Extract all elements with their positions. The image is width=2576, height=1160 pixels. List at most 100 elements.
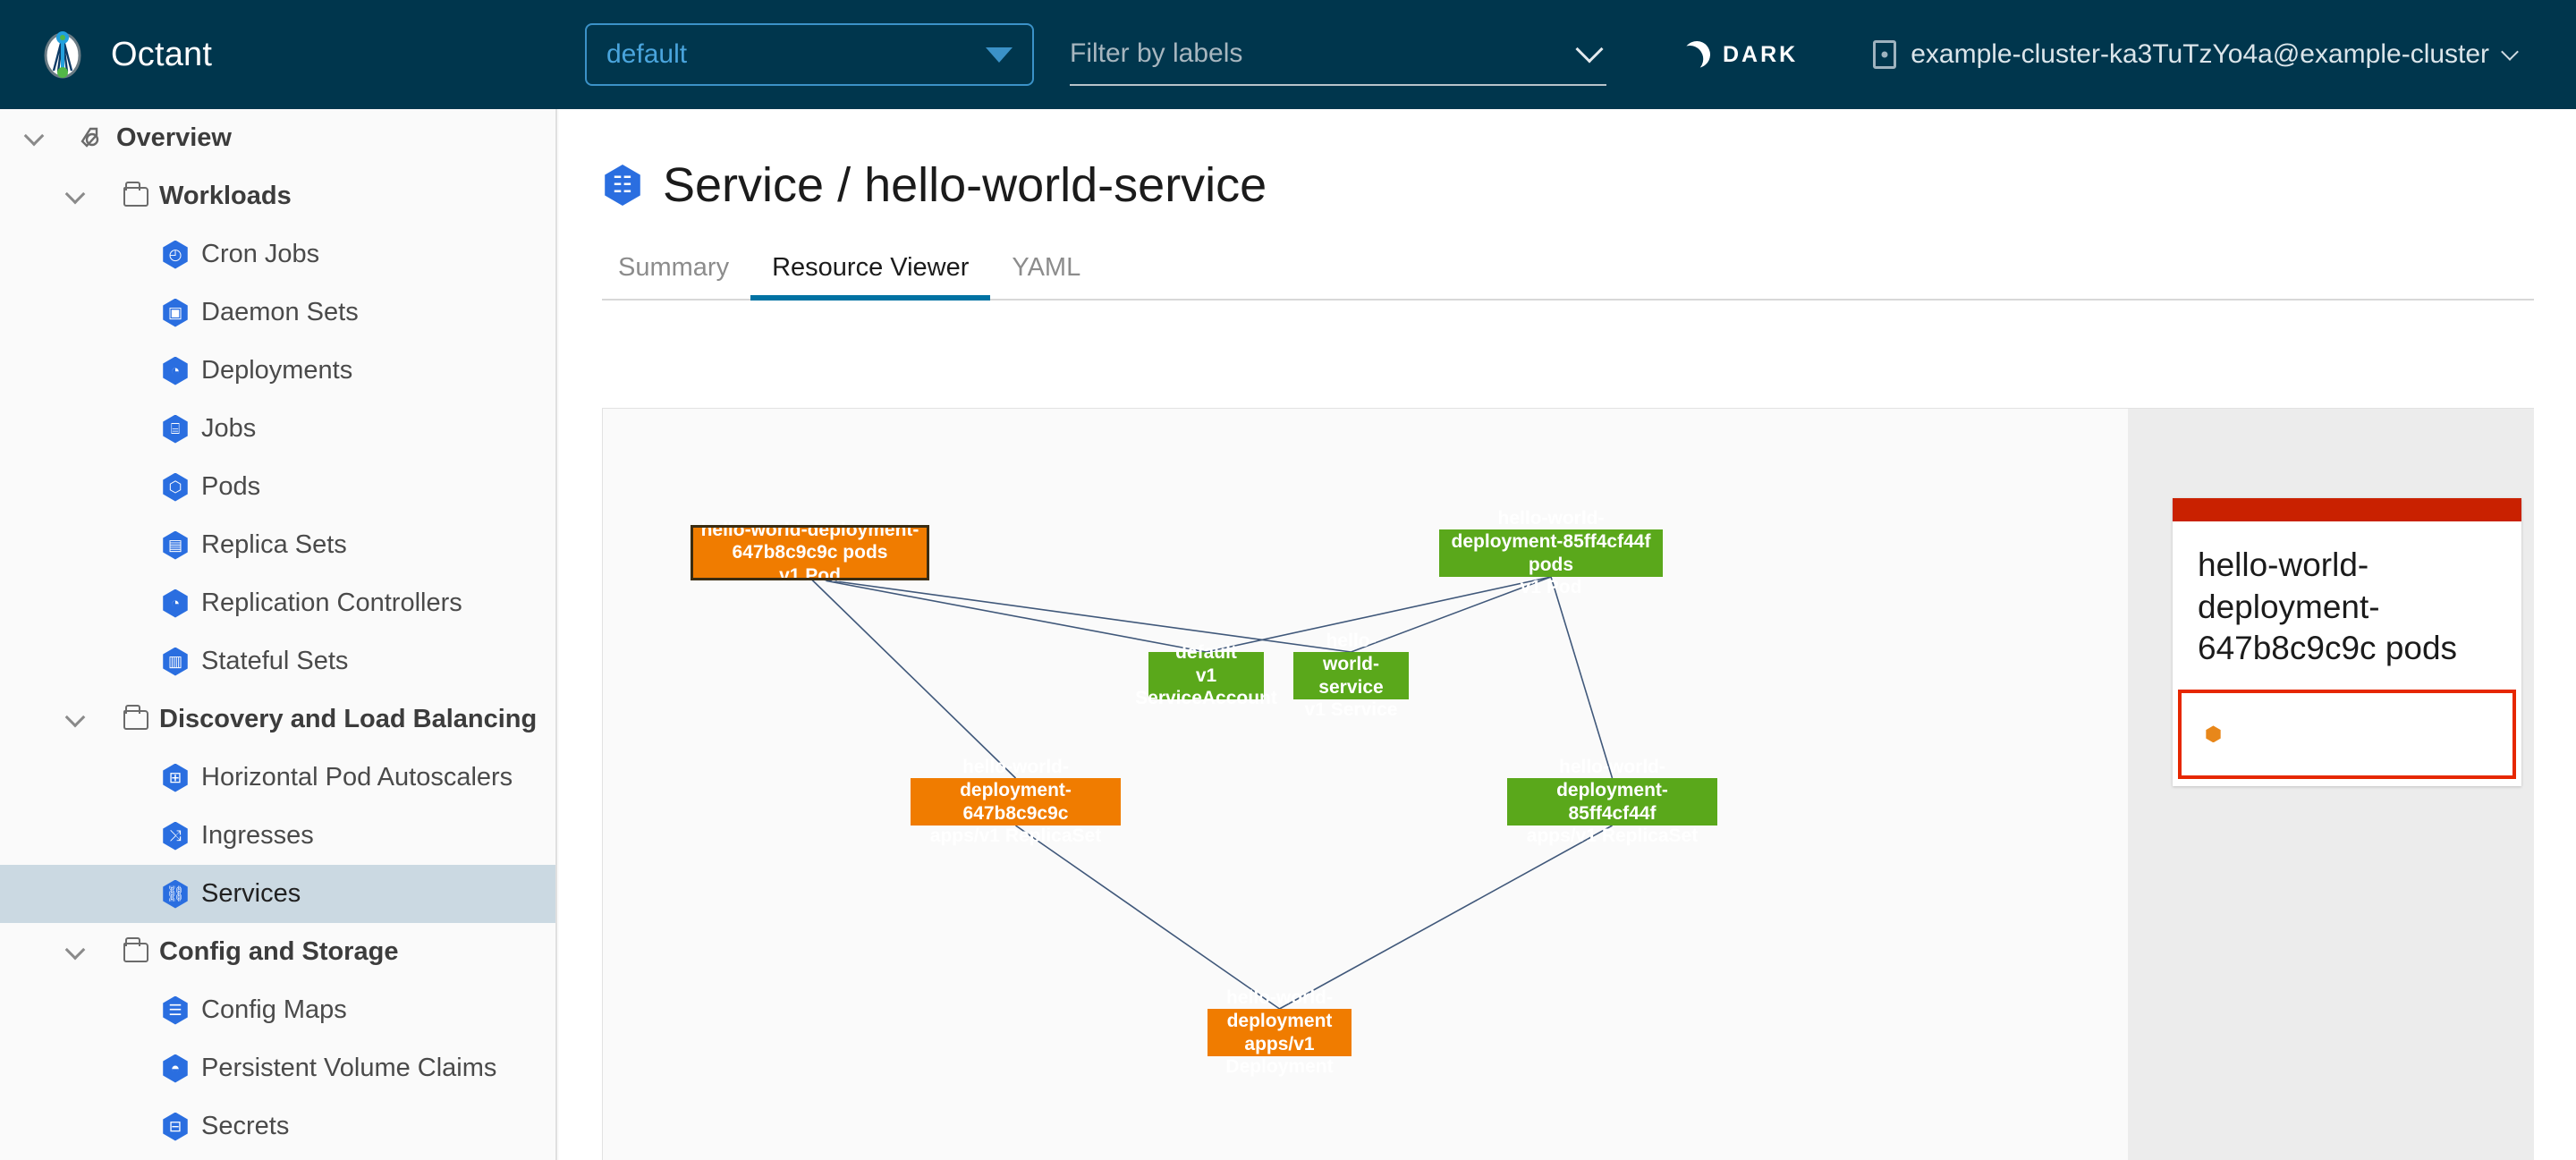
k8s-cronjob-icon: ◴ <box>163 240 188 269</box>
detail-card[interactable]: hello-world-deployment-647b8c9c9c pods <box>2173 498 2521 786</box>
theme-toggle[interactable]: DARK <box>1683 41 1798 68</box>
sidebar-item-label: Secrets <box>201 1112 290 1140</box>
sidebar-item-secrets[interactable]: ⊟ Secrets <box>0 1097 555 1156</box>
sidebar-item-workloads[interactable]: Workloads <box>0 167 555 225</box>
sidebar-item-persistent-volume-claims[interactable]: ◓ Persistent Volume Claims <box>0 1039 555 1097</box>
icon-glyph: ▤ <box>167 537 183 554</box>
graph-node-kind: apps/v1 ReplicaSet <box>929 826 1102 847</box>
namespace-select[interactable]: default <box>585 23 1034 86</box>
sidebar-item-label: Horizontal Pod Autoscalers <box>201 763 513 792</box>
tab-summary[interactable]: Summary <box>618 253 730 282</box>
k8s-secret-icon: ⊟ <box>163 1112 188 1141</box>
icon-glyph: ☰ <box>168 1002 182 1019</box>
k8s-ingress-icon: ⤨ <box>163 821 188 851</box>
sidebar-item-label: Replica Sets <box>201 530 347 559</box>
sidebar-item-config-and-storage[interactable]: Config and Storage <box>0 923 555 981</box>
graph-edges <box>809 576 1614 1010</box>
detail-card-header-bar <box>2173 498 2521 521</box>
folder-icon <box>123 704 148 730</box>
k8s-hpa-icon: ⊞ <box>163 763 188 792</box>
k8s-pvc-icon: ◓ <box>163 1054 188 1083</box>
octant-logo-icon <box>36 28 89 81</box>
k8s-configmap-icon: ☰ <box>163 995 188 1025</box>
sidebar-item-discovery-and-load-balancing[interactable]: Discovery and Load Balancing <box>0 690 555 749</box>
sidebar-item-ingresses[interactable]: ⤨Ingresses <box>0 807 555 865</box>
chevron-down-icon[interactable] <box>64 707 86 727</box>
pin-icon <box>79 126 106 151</box>
tab-resource-viewer[interactable]: Resource Viewer <box>750 253 991 301</box>
sidebar-item-deployments[interactable]: ◔Deployments <box>0 342 555 400</box>
graph-edge <box>1351 576 1552 653</box>
label-filter-input[interactable]: Filter by labels <box>1070 23 1606 86</box>
sidebar-item-horizontal-pod-autoscalers[interactable]: ⊞ Horizontal Pod Autoscalers <box>0 749 555 807</box>
sidebar-item-config-maps[interactable]: ☰Config Maps <box>0 981 555 1039</box>
namespace-value: default <box>606 39 688 69</box>
sidebar-item-label: Services <box>201 879 301 908</box>
sidebar-item-replication-controllers[interactable]: ◔Replication Controllers <box>0 574 555 632</box>
tab-yaml[interactable]: YAML <box>1012 253 1081 282</box>
sidebar-item-label: Workloads <box>159 182 292 210</box>
chevron-down-icon <box>1575 35 1604 64</box>
theme-toggle-label: DARK <box>1723 41 1799 67</box>
k8s-pod-icon: ⬡ <box>163 472 188 502</box>
sidebar-item-label: Jobs <box>201 414 257 443</box>
icon-glyph: ⌸ <box>170 420 181 437</box>
label-filter-placeholder: Filter by labels <box>1070 38 1243 68</box>
sidebar-item-label: Persistent Volume Claims <box>201 1054 497 1082</box>
k8s-replicaset-icon: ▤ <box>163 530 188 560</box>
sidebar-item-overview[interactable]: Overview <box>0 109 555 167</box>
graph-edge <box>1550 576 1614 779</box>
graph-edge <box>1206 576 1552 653</box>
brand-name: Octant <box>111 35 213 73</box>
icon-glyph: ▣ <box>167 304 183 321</box>
chevron-down-icon[interactable] <box>64 939 86 960</box>
brand[interactable]: Octant <box>36 28 555 81</box>
folder-icon <box>123 936 148 962</box>
graph-node-kind: v1 Service <box>1304 699 1398 721</box>
detail-status-box[interactable] <box>2178 689 2516 779</box>
sidebar-item-replica-sets[interactable]: ▤ Replica Sets <box>0 516 555 574</box>
graph-node-name: default <box>1175 642 1237 664</box>
icon-glyph: ⛓ <box>165 885 185 902</box>
service-glyph: ☷ <box>612 172 633 198</box>
graph-edge <box>809 577 1017 779</box>
graph-node-name: hello-world-deployment-647b8c9c9c <box>960 757 1072 824</box>
cluster-icon <box>1873 40 1897 69</box>
icon-glyph: ⊞ <box>168 769 182 786</box>
sidebar-item-pods[interactable]: ⬡Pods <box>0 458 555 516</box>
sidebar-item-label: Stateful Sets <box>201 647 349 675</box>
icon-glyph: ▥ <box>167 653 183 670</box>
moon-icon <box>1680 38 1714 72</box>
icon-glyph: ◔ <box>170 362 181 379</box>
tab-bar: Summary Resource Viewer YAML <box>602 245 2534 301</box>
sidebar-item-daemon-sets[interactable]: ▣Daemon Sets <box>0 284 555 342</box>
chevron-down-icon[interactable] <box>23 125 45 146</box>
chevron-down-icon[interactable] <box>64 183 86 204</box>
sidebar-item-jobs[interactable]: ⌸ Jobs <box>0 400 555 458</box>
sidebar-item-label: Discovery and Load Balancing <box>159 705 538 733</box>
page-title-row: ☷ Service / hello-world-service <box>602 157 2576 213</box>
k8s-service-icon: ☷ <box>605 165 640 206</box>
sidebar-item-services[interactable]: ⛓ Services <box>0 865 555 923</box>
graph-edge <box>1279 825 1613 1010</box>
sidebar-item-stateful-sets[interactable]: ▥ Stateful Sets <box>0 632 555 690</box>
sidebar-item-cron-jobs[interactable]: ◴Cron Jobs <box>0 225 555 284</box>
graph-edge <box>809 577 1207 653</box>
graph-node-name: hello-world-deployment <box>1226 987 1333 1031</box>
sidebar-item-label: Replication Controllers <box>201 588 462 617</box>
cluster-selector[interactable]: example-cluster-ka3TuTzYo4a@example-clus… <box>1873 39 2519 70</box>
resource-viewer: hello-world-deployment-647b8c9c9c pods v1… <box>602 408 2534 1160</box>
graph-node-name: hello-world-deployment-85ff4cf44f pods <box>1451 508 1651 575</box>
